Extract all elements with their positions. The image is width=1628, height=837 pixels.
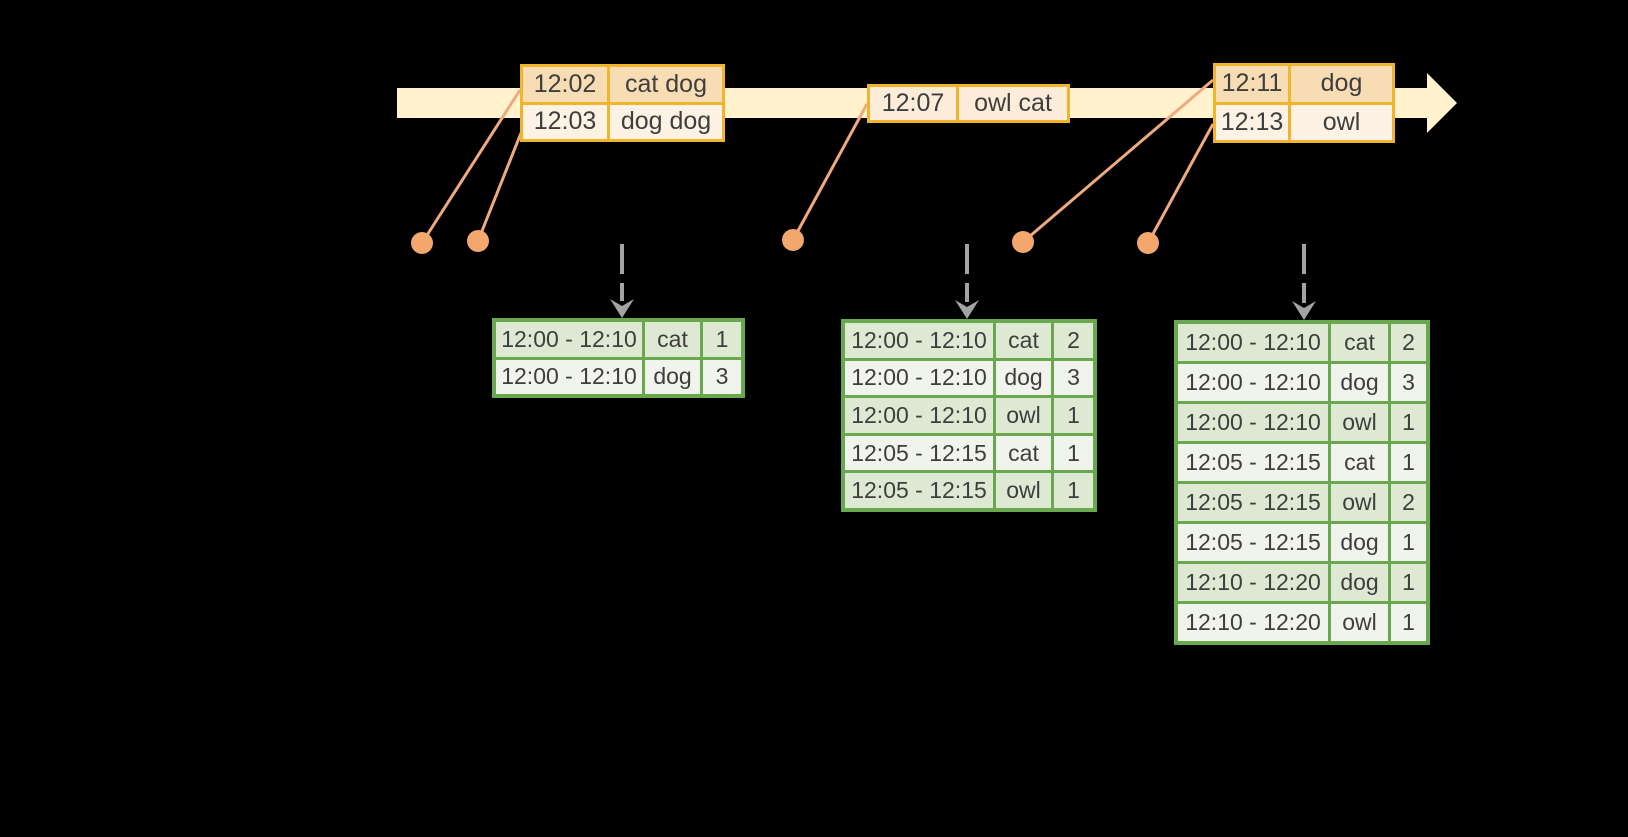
input-event-table-3: 12:11 dog 12:13 owl <box>1213 63 1395 143</box>
window-cell: 12:10 - 12:20 <box>1178 564 1328 601</box>
window-cell: 12:10 - 12:20 <box>1178 604 1328 641</box>
event-dot-icon <box>1012 231 1034 253</box>
count-cell: 1 <box>1391 444 1426 481</box>
count-cell: 3 <box>1391 364 1426 401</box>
count-cell: 1 <box>1391 524 1426 561</box>
window-cell: 12:00 - 12:10 <box>496 322 642 357</box>
window-cell: 12:05 - 12:15 <box>845 435 993 471</box>
event-time-cell: 12:13 <box>1216 104 1288 140</box>
window-cell: 12:00 - 12:10 <box>845 323 993 358</box>
count-cell: 1 <box>1391 404 1426 441</box>
window-cell: 12:00 - 12:10 <box>845 398 993 433</box>
count-cell: 3 <box>703 359 741 394</box>
window-cell: 12:05 - 12:15 <box>1178 444 1328 481</box>
event-dot-icon <box>1137 232 1159 254</box>
window-cell: 12:05 - 12:15 <box>1178 524 1328 561</box>
connector-line <box>1022 78 1214 244</box>
result-table-1: 12:00 - 12:10 cat 1 12:00 - 12:10 dog 3 <box>492 318 745 398</box>
count-cell: 1 <box>703 322 741 357</box>
aggregation-arrowhead-icon <box>610 299 634 318</box>
count-cell: 1 <box>1054 473 1093 508</box>
word-cell: cat <box>996 435 1051 471</box>
window-cell: 12:05 - 12:15 <box>1178 484 1328 521</box>
connector-line <box>420 89 522 244</box>
word-cell: dog <box>996 360 1051 396</box>
window-cell: 12:00 - 12:10 <box>1178 404 1328 441</box>
event-dot-icon <box>411 232 433 254</box>
event-time-cell: 12:02 <box>523 67 607 102</box>
event-time-cell: 12:11 <box>1216 66 1288 102</box>
event-words-cell: dog <box>1291 66 1392 102</box>
window-cell: 12:00 - 12:10 <box>496 359 642 394</box>
word-cell: dog <box>645 359 700 394</box>
aggregation-arrowhead-icon <box>955 300 979 319</box>
connector-line <box>791 103 869 241</box>
word-cell: owl <box>996 398 1051 433</box>
window-cell: 12:00 - 12:10 <box>1178 324 1328 361</box>
window-cell: 12:05 - 12:15 <box>845 473 993 508</box>
word-cell: dog <box>1331 564 1388 601</box>
window-cell: 12:00 - 12:10 <box>845 360 993 396</box>
count-cell: 1 <box>1054 435 1093 471</box>
count-cell: 1 <box>1391 604 1426 641</box>
word-cell: dog <box>1331 524 1388 561</box>
event-words-cell: owl <box>1291 104 1392 140</box>
word-cell: cat <box>1331 444 1388 481</box>
event-time-cell: 12:07 <box>870 87 956 120</box>
event-time-cell: 12:03 <box>523 104 607 139</box>
result-table-2: 12:00 - 12:10 cat 2 12:00 - 12:10 dog 3 … <box>841 319 1097 512</box>
event-dot-icon <box>782 229 804 251</box>
word-cell: owl <box>996 473 1051 508</box>
event-dot-icon <box>467 230 489 252</box>
timeline-arrowhead-icon <box>1427 73 1457 133</box>
event-words-cell: cat dog <box>610 67 722 102</box>
word-cell: cat <box>645 322 700 357</box>
event-words-cell: owl cat <box>959 87 1067 120</box>
count-cell: 3 <box>1054 360 1093 396</box>
word-cell: owl <box>1331 604 1388 641</box>
word-cell: owl <box>1331 404 1388 441</box>
word-cell: dog <box>1331 364 1388 401</box>
count-cell: 1 <box>1391 564 1426 601</box>
connector-line <box>476 132 523 242</box>
word-cell: cat <box>996 323 1051 358</box>
input-event-table-2: 12:07 owl cat <box>867 84 1070 123</box>
count-cell: 2 <box>1391 324 1426 361</box>
window-cell: 12:00 - 12:10 <box>1178 364 1328 401</box>
count-cell: 2 <box>1391 484 1426 521</box>
aggregation-arrowhead-icon <box>1292 301 1316 320</box>
word-cell: cat <box>1331 324 1388 361</box>
word-cell: owl <box>1331 484 1388 521</box>
result-table-3: 12:00 - 12:10 cat 2 12:00 - 12:10 dog 3 … <box>1174 320 1430 645</box>
event-words-cell: dog dog <box>610 104 722 139</box>
input-event-table-1: 12:02 cat dog 12:03 dog dog <box>520 64 725 142</box>
count-cell: 1 <box>1054 398 1093 433</box>
count-cell: 2 <box>1054 323 1093 358</box>
connector-line <box>1146 123 1215 244</box>
